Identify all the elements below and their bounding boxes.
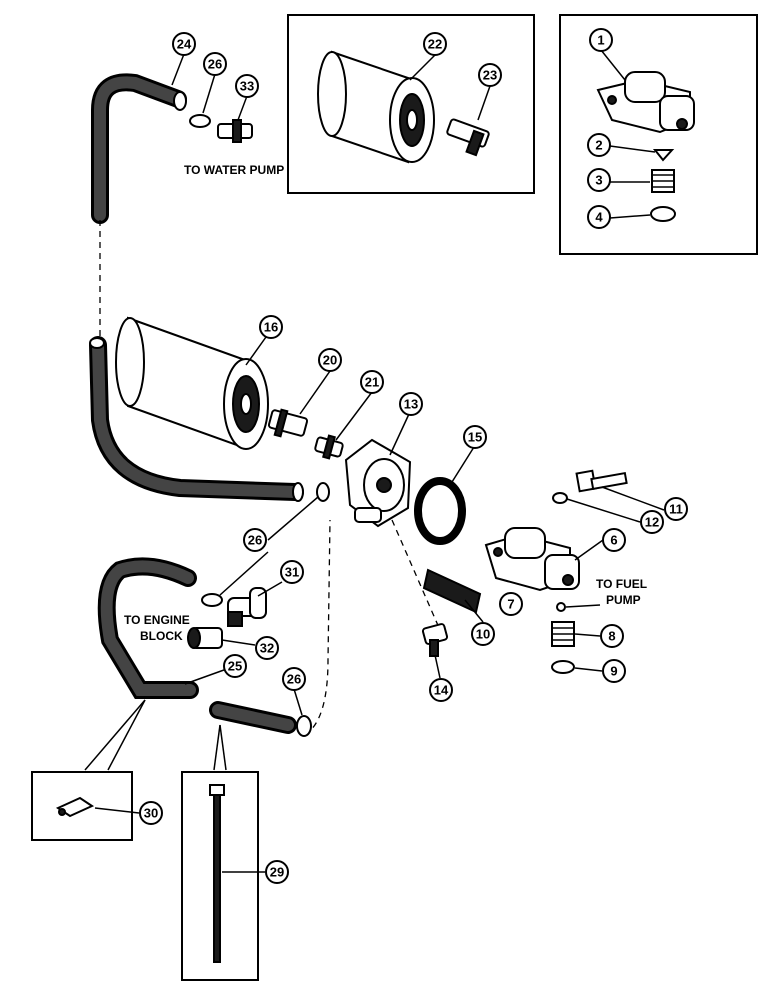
hose-clamp-top (189, 114, 211, 128)
relief-plug (551, 660, 575, 674)
valve-plug (650, 206, 676, 222)
oil-filter-inset (317, 50, 435, 164)
filter-head (344, 438, 412, 528)
callout-31: 31 (280, 560, 304, 584)
svg-text:6: 6 (610, 533, 617, 548)
svg-text:31: 31 (285, 565, 299, 580)
svg-text:26: 26 (287, 672, 301, 687)
callout-7-bubble: 7 (499, 592, 523, 616)
svg-text:20: 20 (323, 353, 337, 368)
valve-spring (651, 169, 675, 193)
svg-text:12: 12 (645, 515, 659, 530)
callout-25: 25 (223, 654, 247, 678)
callout-1: 1 (589, 28, 613, 52)
svg-text:10: 10 (476, 627, 490, 642)
svg-text:13: 13 (404, 397, 418, 412)
svg-text:24: 24 (177, 37, 192, 52)
valve-housing-inset (596, 71, 695, 134)
svg-text:22: 22 (428, 37, 442, 52)
callout-10: 10 (471, 622, 495, 646)
callout-12: 12 (640, 510, 664, 534)
svg-text:4: 4 (595, 210, 603, 225)
svg-text:1: 1 (597, 33, 604, 48)
valve-ball (652, 149, 675, 162)
callout-26-short: 26 (282, 667, 306, 691)
callout-23: 23 (478, 63, 502, 87)
svg-text:21: 21 (365, 375, 379, 390)
svg-text:25: 25 (228, 659, 242, 674)
drain-fitting (421, 623, 449, 657)
callout-26-filter: 26 (243, 528, 267, 552)
engine-block-fitting (187, 627, 223, 649)
callout-16: 16 (259, 315, 283, 339)
tie-inset-box (181, 771, 259, 981)
callout-21: 21 (360, 370, 384, 394)
relief-valve-housing (484, 527, 580, 592)
upper-hose (91, 73, 187, 224)
valve-inset-box (559, 14, 758, 255)
label-to-fuel-pump-line1: TO FUEL (596, 577, 647, 591)
svg-text:3: 3 (595, 173, 602, 188)
svg-text:11: 11 (669, 502, 683, 517)
svg-text:15: 15 (468, 430, 482, 445)
svg-text:29: 29 (270, 865, 284, 880)
filter-adapter-inset (446, 118, 490, 157)
callout-11: 11 (664, 497, 688, 521)
callout-20: 20 (318, 348, 342, 372)
elbow-fitting (227, 587, 267, 627)
callout-4: 4 (587, 205, 611, 229)
callout-22: 22 (423, 32, 447, 56)
svg-text:9: 9 (610, 664, 617, 679)
label-to-water-pump: TO WATER PUMP (184, 163, 284, 177)
gasket-ring (414, 477, 466, 545)
callout-26-top: 26 (203, 52, 227, 76)
nipple-fitting (314, 434, 344, 460)
callout-2: 2 (587, 133, 611, 157)
hose-clamp-filter (316, 482, 330, 502)
callout-30: 30 (139, 801, 163, 825)
hose-clamp-lower (201, 593, 223, 607)
clip-inset-box (31, 771, 133, 841)
mounting-gasket (422, 568, 482, 614)
svg-text:23: 23 (483, 68, 497, 83)
callout-32: 32 (255, 636, 279, 660)
callout-9: 9 (602, 659, 626, 683)
filter-adapter (267, 408, 309, 438)
filter-inset-box (287, 14, 535, 194)
callout-6: 6 (602, 528, 626, 552)
svg-text:33: 33 (240, 79, 254, 94)
svg-text:7: 7 (507, 597, 514, 612)
lock-washer (552, 492, 568, 504)
svg-text:14: 14 (434, 683, 449, 698)
callout-13: 13 (399, 392, 423, 416)
label-to-engine-block-line2: BLOCK (140, 629, 183, 643)
callout-29: 29 (265, 860, 289, 884)
svg-text:2: 2 (595, 138, 602, 153)
hose-clip (55, 796, 95, 818)
svg-text:32: 32 (260, 641, 274, 656)
callout-33: 33 (235, 74, 259, 98)
svg-text:16: 16 (264, 320, 278, 335)
callout-8: 8 (600, 624, 624, 648)
check-ball (556, 602, 566, 612)
cable-tie (209, 784, 225, 963)
callout-24: 24 (172, 32, 196, 56)
hose-clamp-short (296, 715, 312, 737)
svg-text:8: 8 (608, 629, 615, 644)
relief-spring (551, 621, 575, 647)
label-to-fuel-pump-line2: PUMP (606, 593, 641, 607)
callout-15: 15 (463, 425, 487, 449)
svg-text:26: 26 (248, 533, 262, 548)
bolt (575, 469, 628, 493)
callout-14: 14 (429, 678, 453, 702)
oil-filter (115, 316, 269, 450)
label-to-engine-block-line1: TO ENGINE (124, 613, 190, 627)
callout-3: 3 (587, 168, 611, 192)
svg-text:26: 26 (208, 57, 222, 72)
svg-text:30: 30 (144, 806, 158, 821)
